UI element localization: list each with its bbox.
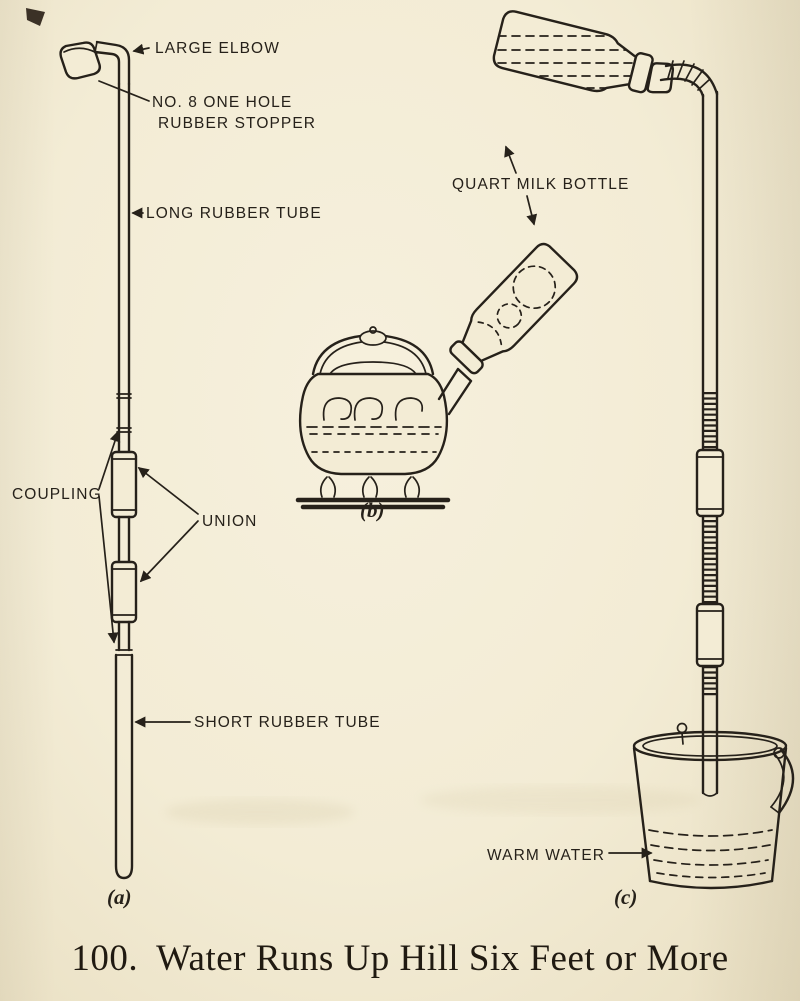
bucket-side-right — [770, 746, 788, 883]
milk-bottle-c — [491, 10, 675, 94]
bucket-water-dashes — [648, 829, 773, 879]
figure-a: LARGE ELBOW NO. 8 ONE HOLE RUBBER STOPPE… — [12, 40, 381, 909]
bottle-stopper — [646, 62, 675, 94]
bottle-lip — [627, 52, 654, 94]
figure-title: Water Runs Up Hill Six Feet or More — [156, 938, 729, 979]
handle-finial — [369, 326, 377, 334]
figure-b-tag: (b) — [360, 498, 385, 522]
bucket-bottom — [648, 879, 774, 890]
figure-b: QUART MILK BOTTLE (b) — [295, 145, 629, 522]
long-rubber-tube — [117, 82, 131, 454]
milk-bottle-b — [449, 242, 579, 375]
leader-stopper — [98, 80, 150, 102]
leader-union-upper — [137, 466, 199, 515]
figure-a-tag: (a) — [107, 885, 132, 909]
label-quart-milk-bottle: QUART MILK BOTTLE — [452, 176, 629, 193]
bucket — [632, 722, 795, 890]
handle-grip — [359, 330, 387, 346]
milk-swirl-dashes — [477, 265, 557, 346]
bottle-body — [492, 10, 638, 93]
kettle-water-dashes — [306, 426, 442, 453]
show-through-smudge — [420, 786, 700, 814]
label-short-rubber-tube: SHORT RUBBER TUBE — [194, 714, 381, 731]
label-large-elbow: LARGE ELBOW — [155, 40, 280, 57]
bucket-rim-inner — [642, 735, 778, 757]
bucket-handle — [770, 747, 795, 815]
union-sleeve-lower — [110, 560, 138, 624]
burner-flames — [319, 476, 421, 498]
short-rubber-tube — [114, 653, 134, 880]
label-coupling: COUPLING — [12, 486, 102, 503]
kettle-scroll-ornament — [322, 397, 424, 421]
label-union: UNION — [202, 513, 257, 530]
leader-coupling-upper — [98, 430, 121, 490]
figure-number: 100. — [71, 938, 139, 979]
bottle-lip — [449, 340, 484, 375]
figure-c-tag: (c) — [614, 885, 637, 909]
ink-blemish — [26, 8, 45, 26]
bucket-side-left — [632, 746, 652, 883]
leader-coupling-lower — [98, 495, 119, 644]
label-warm-water: WARM WATER — [487, 847, 605, 864]
leader-large-elbow — [132, 43, 150, 55]
bucket-rim-outer — [632, 730, 788, 762]
label-stopper-line2: RUBBER STOPPER — [158, 115, 316, 132]
figure-c: WARM WATER (c) — [487, 10, 795, 909]
label-long-rubber-tube: LONG RUBBER TUBE — [146, 205, 322, 222]
union-sleeve-upper — [110, 450, 138, 519]
label-stopper-line1: NO. 8 ONE HOLE — [152, 94, 292, 111]
kettle-lid — [329, 361, 417, 375]
leader-union-lower — [139, 520, 199, 583]
pipe-sleeve-lower — [695, 602, 725, 668]
kettle-spout — [437, 367, 473, 416]
bucket-hook — [676, 722, 688, 745]
rubber-stopper — [59, 41, 102, 80]
large-elbow — [93, 40, 131, 86]
burner — [295, 476, 451, 510]
figure-caption: 100. Water Runs Up Hill Six Feet or More — [0, 937, 800, 980]
bottle-body — [461, 242, 579, 363]
kettle — [298, 326, 473, 476]
leader-bottle-down — [526, 195, 538, 226]
pipe-sleeve-upper — [695, 448, 725, 518]
kettle-body — [298, 372, 449, 476]
show-through-smudge — [165, 799, 355, 825]
leader-bottle-up — [504, 145, 517, 174]
standpipe — [695, 90, 725, 797]
stopper-elbow-connector — [659, 60, 719, 98]
